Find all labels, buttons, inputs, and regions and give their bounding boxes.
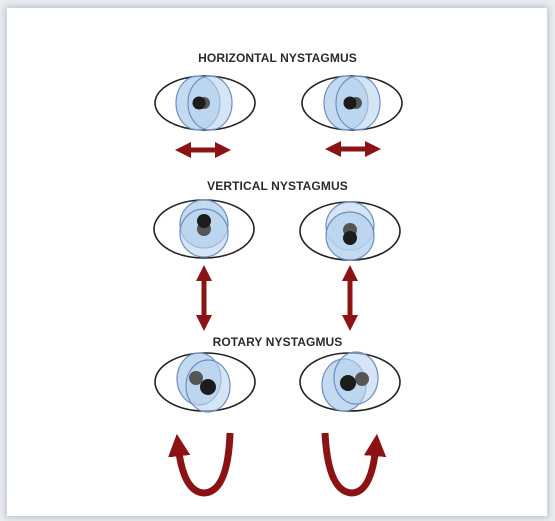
pupil-ghost [355, 372, 369, 386]
pupil [193, 97, 206, 110]
curved-arrow-icon [325, 433, 376, 493]
vertical-eye-right [300, 202, 400, 260]
pupil [340, 375, 356, 391]
pupil [343, 231, 357, 245]
horizontal-eye-left [155, 76, 255, 130]
curved-arrow-icon [178, 433, 230, 493]
pupil [200, 379, 216, 395]
rotary-eye-left [155, 353, 255, 412]
pupil-ghost [189, 371, 203, 385]
vertical-eye-left [154, 200, 254, 258]
pupil [344, 97, 357, 110]
pupil [197, 214, 211, 228]
horizontal-eye-right [302, 76, 402, 130]
rotary-eye-right [300, 352, 400, 411]
